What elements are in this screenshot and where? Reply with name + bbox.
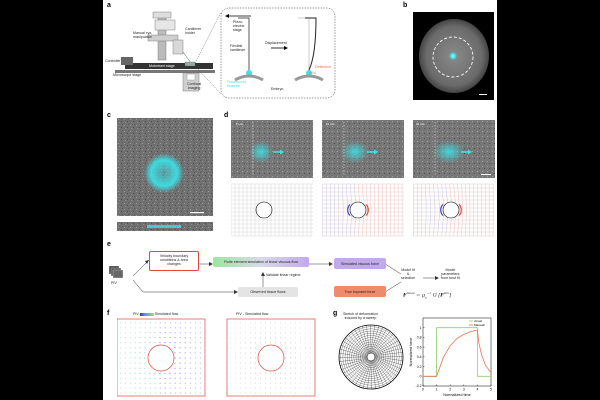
- label-manual-manipulator: Manual xyz- manipulator: [133, 31, 153, 40]
- inclusion-circle-1: [255, 201, 273, 219]
- bead-2: [341, 141, 369, 163]
- sketch-boundary: [338, 324, 404, 390]
- y-tick-label: 0.6: [417, 345, 422, 349]
- legend-label-virtual: virtual: [474, 319, 482, 323]
- label-motorised-stage: Motorised stage: [149, 63, 175, 68]
- label-microscope-stage: Microscope stage: [113, 73, 142, 77]
- label-piv: PIV: [111, 281, 117, 285]
- panel-label-d: d: [224, 112, 229, 119]
- x-tick-label: 0: [422, 388, 424, 392]
- label-validate-linear: Validate linear regime: [266, 273, 301, 277]
- panel-label-b: b: [403, 2, 408, 9]
- label-confocal-imaging: Confocal imaging: [187, 82, 202, 91]
- workflow-connectors: [108, 260, 439, 294]
- deformation-sketch: [338, 324, 404, 390]
- observed-flows-box: Observed tissue flows: [238, 287, 298, 297]
- y-tick-label: -0.2: [416, 384, 422, 388]
- sketch-center: [366, 352, 376, 362]
- panel-label-f: f: [107, 310, 110, 317]
- setup-schematic: [115, 7, 336, 99]
- x-tick-label: 3: [463, 388, 465, 392]
- label-displacement: Displacement: [265, 41, 287, 45]
- label-deflection: Deflection: [315, 65, 331, 69]
- y-tick-label: 1: [420, 326, 422, 330]
- label-cantilever-holder: Cantilever holder: [185, 27, 202, 36]
- time-label-3: 20 min: [416, 122, 426, 126]
- x-tick-label: 2: [449, 388, 451, 392]
- y-tick-label: 0.4: [417, 355, 422, 359]
- time-label-1: 5 min: [236, 122, 244, 126]
- panel-label-a: a: [107, 2, 111, 9]
- velocity-bc-box: Velocity boundary conditions & area chan…: [149, 251, 199, 271]
- x-tick-label: 1: [436, 388, 438, 392]
- inclusion-circle-2: [349, 201, 367, 219]
- inclusion-circle-3: [442, 201, 460, 219]
- figure: a Manual xyz- manipulator: [103, 0, 497, 400]
- label-model-fit: Model fit & selection: [401, 268, 416, 281]
- y-tick-label: 0: [420, 374, 422, 378]
- bead-3: [433, 141, 465, 163]
- panel-label-g: g: [333, 310, 338, 317]
- g-title: Sketch of deformation induced by a sweep: [343, 312, 378, 321]
- y-tick-label: 0.2: [417, 365, 422, 369]
- time-label-2: 10 min: [326, 122, 336, 126]
- embryo-image: [413, 12, 494, 100]
- force-equation: Fmeas = μs−1 G [Fsim]: [403, 291, 452, 300]
- x-tick-label: 5: [490, 388, 492, 392]
- series-line-Maxwell: [423, 329, 492, 377]
- y-tick-label: 0.8: [417, 336, 422, 340]
- flow-field-panels: [117, 318, 316, 397]
- bead-1: [249, 141, 273, 163]
- f-title-1: PIV Simulated flow: [133, 312, 179, 316]
- panel-label-e: e: [107, 241, 111, 248]
- flow-inclusion-2: [257, 344, 285, 372]
- legend-label-Maxwell: Maxwell: [474, 323, 485, 327]
- panel-label-c: c: [107, 112, 111, 119]
- chart-plot-area: [422, 317, 492, 387]
- flow-inclusion-1: [147, 344, 175, 372]
- imposed-force-box: True imposed force: [334, 286, 386, 297]
- y-axis-label: Normalized force: [409, 338, 413, 367]
- label-flexible-cantilever: Flexible cantilever: [230, 44, 246, 53]
- label-controller: Controller: [105, 59, 121, 63]
- bead-image: [117, 118, 213, 231]
- label-piezo-stage: Piezo- electric stage: [233, 20, 245, 33]
- x-axis-label: Normalized time: [443, 393, 470, 397]
- deformation-panels: [231, 120, 495, 237]
- label-model-params: Model parameters from best fit: [441, 268, 460, 281]
- fem-simulation-box: Finite element simulation of linear visc…: [213, 257, 309, 267]
- f-title-2: PIV - Simulated flow: [236, 312, 269, 316]
- label-embryo: Embryo: [271, 87, 284, 91]
- x-tick-label: 4: [476, 388, 478, 392]
- simulated-force-box: Simulated viscous force: [334, 258, 386, 269]
- label-fluorescent-bead: Fluorescent bead tip: [227, 80, 246, 89]
